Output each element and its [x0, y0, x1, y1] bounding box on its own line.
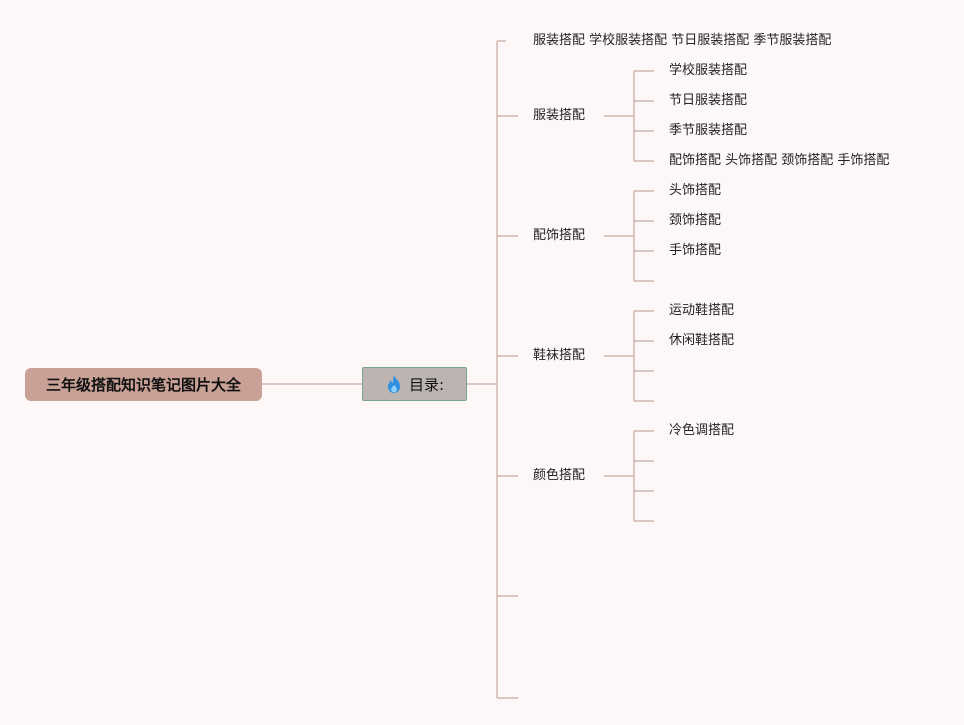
child-node-2-0[interactable]: 头饰搭配 — [669, 183, 722, 198]
branch-node-0[interactable]: 服装搭配 学校服装搭配 节日服装搭配 季节服装搭配 — [533, 33, 832, 48]
fire-icon — [387, 375, 400, 393]
child-node-4-0[interactable]: 冷色调搭配 — [669, 423, 735, 438]
root-node[interactable]: 三年级搭配知识笔记图片大全 — [25, 368, 262, 401]
child-node-1-0[interactable]: 学校服装搭配 — [669, 63, 748, 78]
branch-node-1[interactable]: 服装搭配 — [533, 108, 586, 123]
toc-node[interactable]: 目录: — [362, 367, 467, 401]
child-node-1-3[interactable]: 配饰搭配 头饰搭配 颈饰搭配 手饰搭配 — [669, 153, 890, 168]
branch-node-2[interactable]: 配饰搭配 — [533, 228, 586, 243]
root-title: 三年级搭配知识笔记图片大全 — [45, 376, 241, 394]
branch-node-3[interactable]: 鞋袜搭配 — [533, 348, 586, 363]
child-node-3-1[interactable]: 休闲鞋搭配 — [669, 333, 735, 348]
child-node-3-0[interactable]: 运动鞋搭配 — [669, 303, 735, 318]
child-node-1-1[interactable]: 节日服装搭配 — [669, 93, 748, 108]
branch-node-4[interactable]: 颜色搭配 — [533, 468, 586, 483]
toc-label: 目录: — [408, 375, 445, 394]
child-node-2-1[interactable]: 颈饰搭配 — [669, 213, 722, 228]
child-node-1-2[interactable]: 季节服装搭配 — [669, 123, 748, 138]
child-node-2-2[interactable]: 手饰搭配 — [669, 243, 722, 258]
